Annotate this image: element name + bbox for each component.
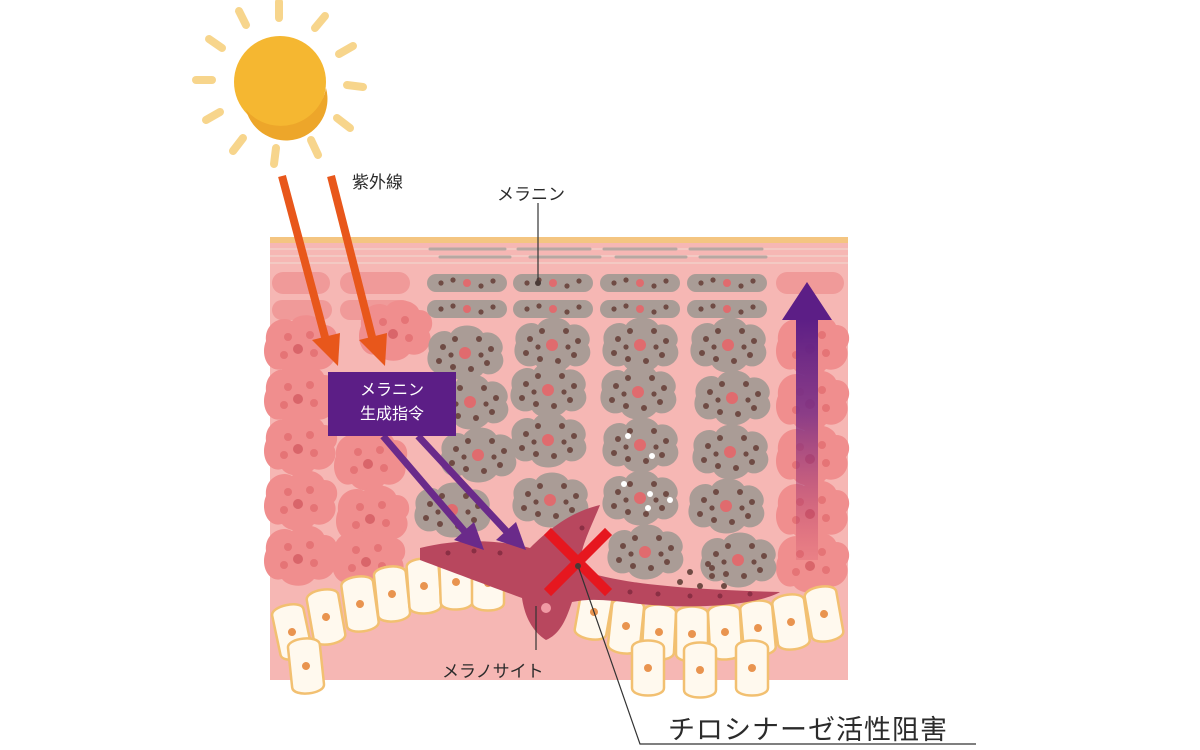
melanocyte-label: メラノサイト [442,662,544,682]
block-pointer-dot [575,563,581,569]
sun-icon [192,0,367,168]
upward-arrow [782,282,832,560]
uv-label: 紫外線 [352,173,403,193]
melanin-pointer-dot [535,280,541,286]
uv-arrows [278,174,387,366]
command-line-1: メラニン [359,380,424,399]
signal-arrows [380,433,526,550]
tyrosinase-label: チロシナーゼ活性阻害 [668,715,948,746]
red-x-icon [543,527,613,597]
melanin-command-box: メラニン 生成指令 [328,372,456,436]
leader-lines [535,203,976,745]
melanin-label: メラニン [497,185,565,205]
skin-cells-right [775,272,850,593]
skin-surface [270,237,848,243]
command-line-2: 生成指令 [359,404,424,423]
melanin-cells [414,274,777,588]
